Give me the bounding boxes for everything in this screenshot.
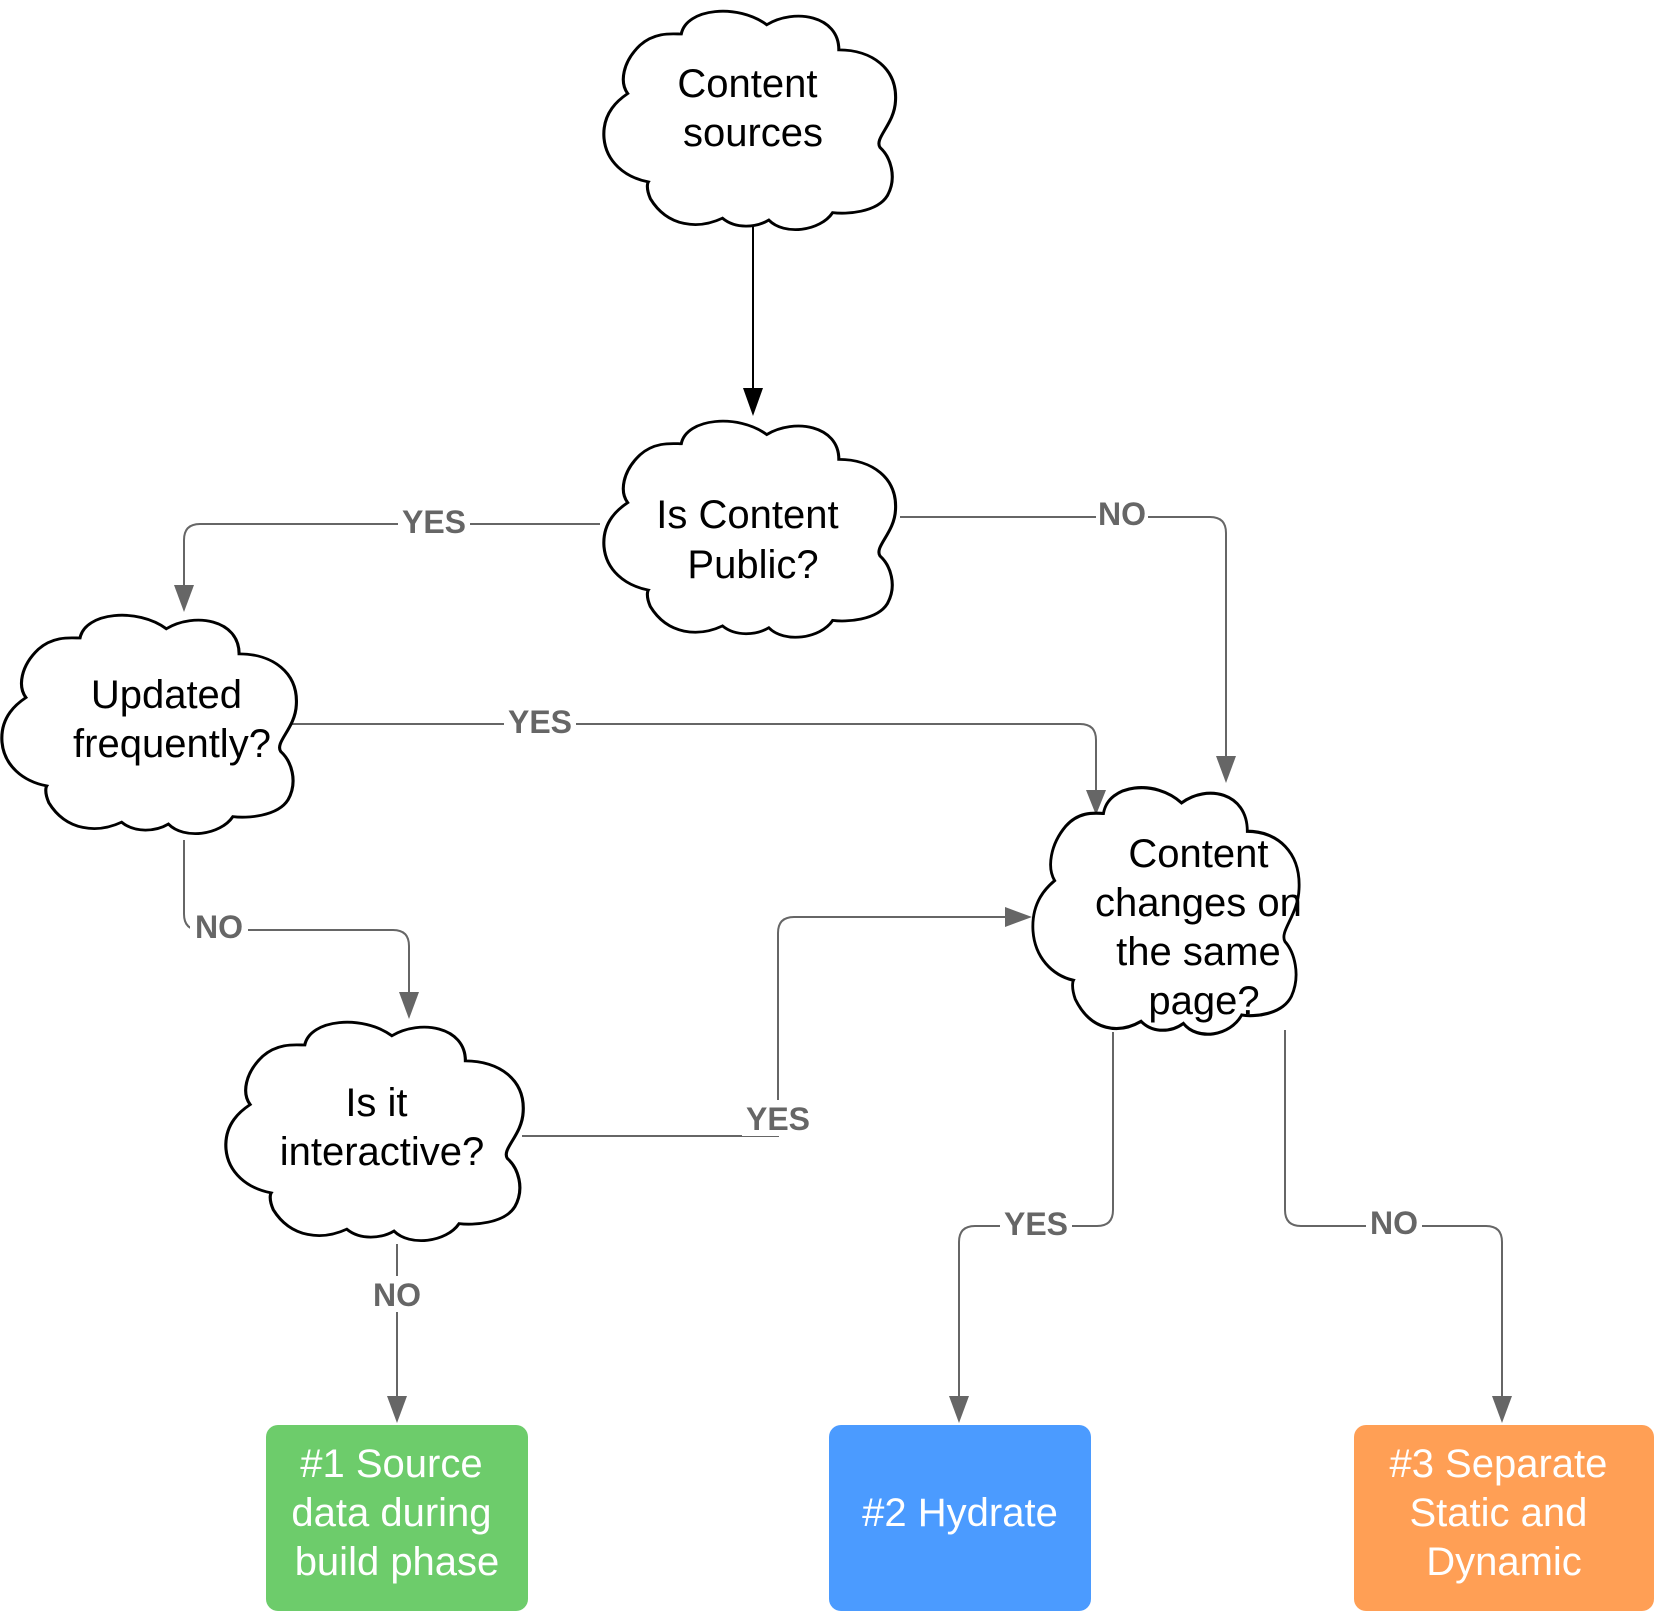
outcome-source-data-build-text: #1 Source data during build phase (291, 1442, 502, 1584)
node-updated-frequently-text: Updated frequently? (73, 673, 271, 766)
node-content-sources-text: Content sources (677, 62, 828, 155)
edge-changes-no: NO (1284, 1030, 1512, 1423)
edge-sources-to-public (743, 218, 763, 416)
outcome-hydrate: #2 Hydrate (829, 1425, 1091, 1611)
outcome-hydrate-text: #2 Hydrate (862, 1491, 1058, 1535)
edge-label-public-yes: YES (402, 504, 466, 540)
edge-label-public-no: NO (1098, 496, 1146, 532)
edge-changes-yes: YES (949, 1032, 1114, 1423)
outcome-separate-static-dynamic: #3 Separate Static and Dynamic (1354, 1425, 1654, 1611)
edge-public-no: NO (900, 495, 1236, 783)
node-is-it-interactive-text: Is it interactive? (280, 1081, 485, 1174)
edge-label-updated-no: NO (195, 909, 243, 945)
edge-updated-yes: YES (292, 703, 1106, 815)
outcome-separate-static-dynamic-text: #3 Separate Static and Dynamic (1389, 1442, 1618, 1584)
edge-interactive-yes: YES (522, 907, 1032, 1137)
node-is-content-public-text: Is Content Public? (656, 493, 849, 587)
edge-label-changes-yes: YES (1004, 1206, 1068, 1242)
edge-label-updated-yes: YES (508, 704, 572, 740)
edge-public-yes: YES (174, 503, 600, 612)
edge-label-interactive-yes: YES (746, 1101, 810, 1137)
edge-label-changes-no: NO (1370, 1205, 1418, 1241)
node-content-changes-text: Content changes on the same page? (1095, 832, 1313, 1023)
edge-interactive-no: NO (369, 1244, 425, 1423)
outcome-source-data-build: #1 Source data during build phase (266, 1425, 528, 1611)
edge-updated-no: NO (183, 840, 419, 1019)
edge-label-interactive-no: NO (373, 1277, 421, 1313)
